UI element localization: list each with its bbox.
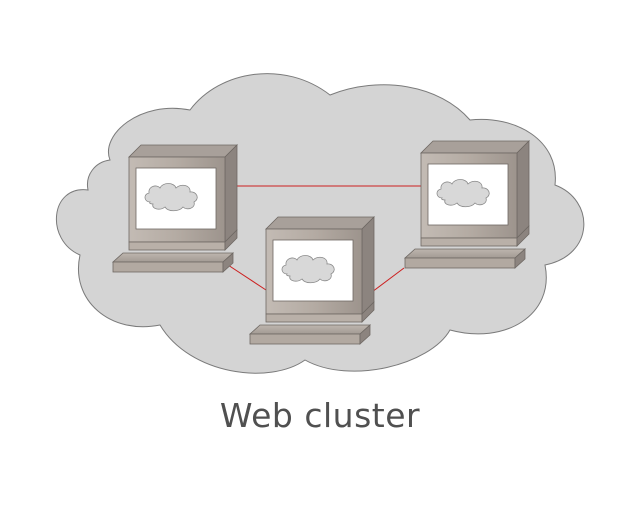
diagram-caption: Web cluster [219, 396, 421, 435]
link-center-right [371, 267, 405, 293]
computer-terminal-icon [404, 140, 530, 269]
computer-terminal-icon [112, 144, 238, 273]
computer-terminal-icon [249, 216, 375, 345]
link-left-center [227, 264, 267, 291]
